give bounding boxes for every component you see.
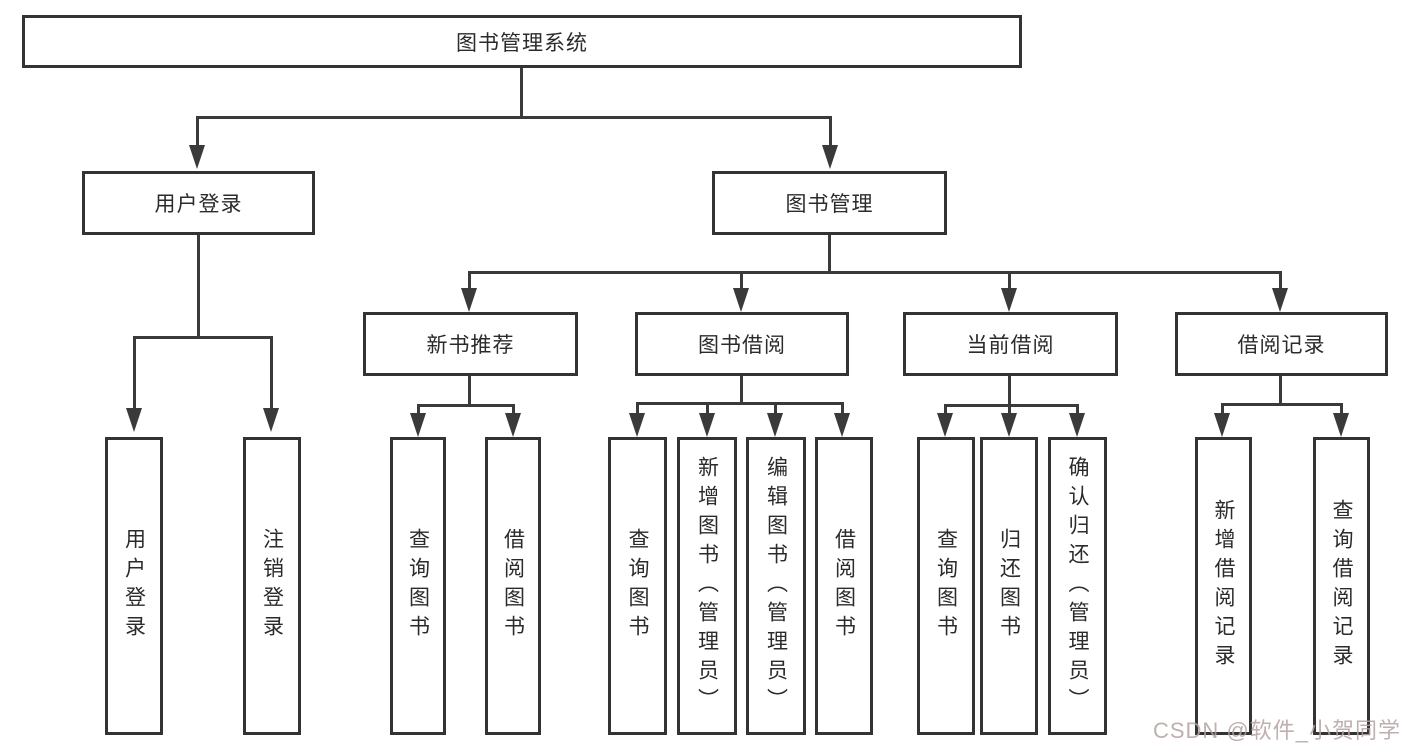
connector-line — [944, 404, 947, 415]
connector-line — [468, 271, 1282, 274]
arrowhead-down-icon — [410, 413, 426, 437]
connector-line — [636, 402, 844, 405]
arrowhead-down-icon — [126, 408, 142, 432]
connector-line — [706, 402, 709, 415]
connector-line — [1340, 403, 1343, 415]
node-book-borrow-label: 图书借阅 — [698, 334, 786, 357]
node-root-label: 图书管理系统 — [456, 31, 588, 55]
connector-line — [774, 402, 777, 415]
connector-line — [829, 116, 832, 146]
connector-line — [636, 402, 639, 415]
node-book-management-label: 图书管理 — [785, 193, 874, 216]
leaf-return-book: 归还图书 — [980, 437, 1038, 735]
connector-line — [1221, 403, 1224, 415]
connector-line — [417, 404, 515, 407]
leaf-logout: 注销登录 — [243, 437, 301, 735]
node-borrow-records: 借阅记录 — [1175, 312, 1388, 376]
connector-line — [1279, 271, 1282, 290]
arrowhead-down-icon — [1069, 413, 1085, 437]
arrowhead-down-icon — [629, 413, 645, 437]
leaf-user-login: 用户登录 — [105, 437, 163, 735]
leaf-edit-book-admin-label: 编辑图书（管理员） — [764, 455, 788, 717]
node-current-borrow-label: 当前借阅 — [966, 334, 1055, 357]
leaf-confirm-return-admin-label: 确认归还（管理员） — [1066, 455, 1089, 717]
node-new-book-recommend-label: 新书推荐 — [426, 334, 515, 357]
leaf-logout-label: 注销登录 — [260, 528, 284, 644]
arrowhead-down-icon — [505, 413, 521, 437]
connector-line — [1076, 404, 1079, 415]
connector-line — [1221, 403, 1343, 406]
leaf-borrow-books-1: 借阅图书 — [485, 437, 541, 735]
leaf-query-books-1: 查询图书 — [390, 437, 446, 735]
connector-line — [196, 116, 199, 146]
node-root: 图书管理系统 — [22, 15, 1022, 68]
leaf-confirm-return-admin: 确认归还（管理员） — [1048, 437, 1107, 735]
node-current-borrow: 当前借阅 — [903, 312, 1118, 376]
leaf-query-borrow-record: 查询借阅记录 — [1313, 437, 1370, 735]
leaf-edit-book-admin: 编辑图书（管理员） — [746, 437, 806, 735]
node-new-book-recommend: 新书推荐 — [363, 312, 578, 376]
connector-line — [828, 235, 831, 273]
arrowhead-down-icon — [733, 288, 749, 312]
leaf-add-book-admin-label: 新增图书（管理员） — [695, 455, 719, 717]
connector-line — [512, 404, 515, 415]
connector-line — [1008, 376, 1011, 406]
arrowhead-down-icon — [1001, 288, 1017, 312]
node-book-management: 图书管理 — [712, 171, 947, 235]
connector-line — [468, 376, 471, 406]
leaf-query-books-3: 查询图书 — [917, 437, 975, 735]
leaf-query-borrow-record-label: 查询借阅记录 — [1330, 499, 1353, 673]
connector-line — [740, 376, 743, 404]
arrowhead-down-icon — [834, 413, 850, 437]
connector-line — [1008, 404, 1011, 415]
arrowhead-down-icon — [767, 413, 783, 437]
leaf-return-book-label: 归还图书 — [997, 528, 1021, 644]
connector-line — [944, 404, 1079, 407]
connector-line — [740, 271, 743, 290]
connector-line — [1008, 271, 1011, 290]
leaf-user-login-label: 用户登录 — [122, 528, 146, 644]
connector-line — [133, 336, 136, 409]
leaf-add-book-admin: 新增图书（管理员） — [677, 437, 737, 735]
leaf-query-books-2: 查询图书 — [608, 437, 667, 735]
leaf-borrow-books-2-label: 借阅图书 — [832, 528, 856, 644]
arrowhead-down-icon — [461, 288, 477, 312]
arrowhead-down-icon — [699, 413, 715, 437]
leaf-query-books-1-label: 查询图书 — [406, 528, 430, 644]
connector-line — [196, 116, 832, 119]
leaf-borrow-books-1-label: 借阅图书 — [501, 528, 525, 644]
node-user-login-label: 用户登录 — [154, 193, 243, 216]
connector-line — [133, 336, 273, 339]
connector-line — [468, 271, 471, 290]
arrowhead-down-icon — [189, 145, 205, 169]
node-user-login: 用户登录 — [82, 171, 315, 235]
leaf-add-borrow-record: 新增借阅记录 — [1195, 437, 1252, 735]
leaf-query-books-3-label: 查询图书 — [934, 528, 958, 644]
node-borrow-records-label: 借阅记录 — [1237, 334, 1326, 357]
connector-line — [520, 68, 523, 118]
connector-line — [841, 402, 844, 415]
arrowhead-down-icon — [1333, 413, 1349, 437]
arrowhead-down-icon — [1214, 413, 1230, 437]
arrowhead-down-icon — [937, 413, 953, 437]
connector-line — [417, 404, 420, 415]
leaf-query-books-2-label: 查询图书 — [626, 528, 649, 644]
watermark: CSDN @软件_小贺同学 — [1152, 718, 1401, 743]
node-book-borrow: 图书借阅 — [635, 312, 849, 376]
leaf-borrow-books-2: 借阅图书 — [815, 437, 873, 735]
arrowhead-down-icon — [263, 408, 279, 432]
arrowhead-down-icon — [1001, 413, 1017, 437]
connector-line — [197, 235, 200, 337]
connector-line — [1279, 376, 1282, 405]
arrowhead-down-icon — [1272, 288, 1288, 312]
leaf-add-borrow-record-label: 新增借阅记录 — [1212, 499, 1235, 673]
connector-line — [270, 336, 273, 409]
arrowhead-down-icon — [822, 145, 838, 169]
